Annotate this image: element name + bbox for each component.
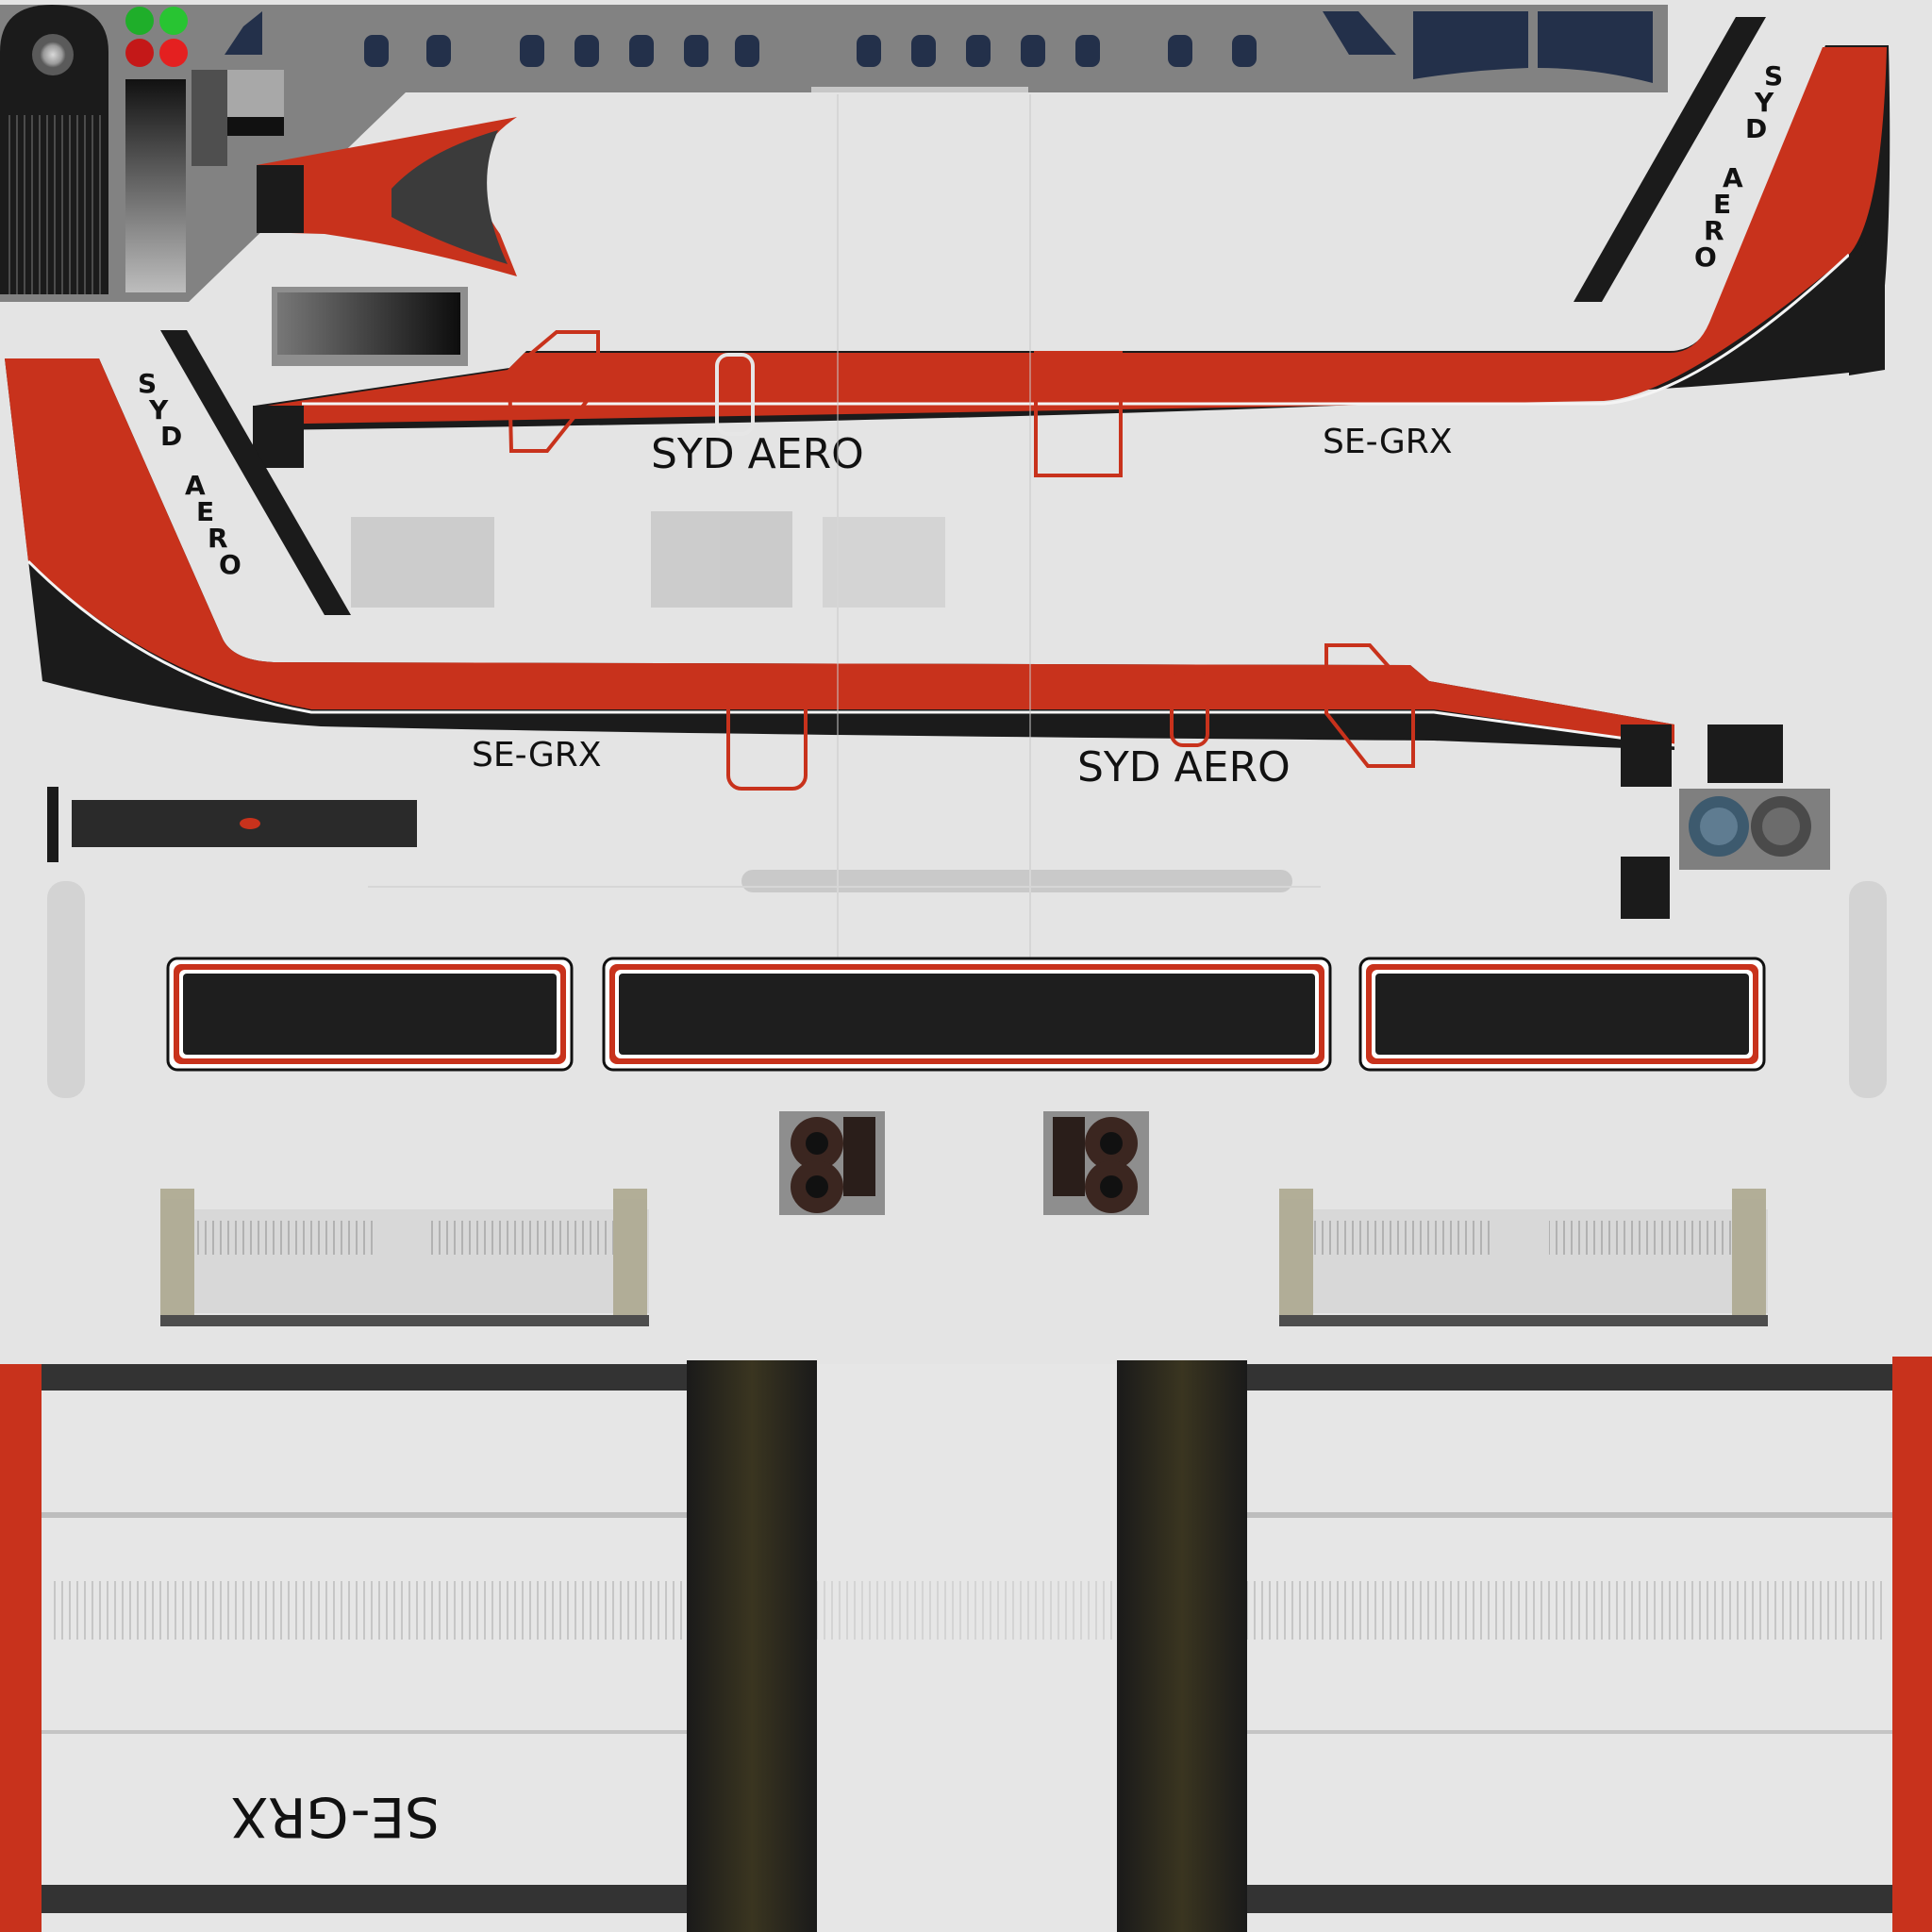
window-row bbox=[364, 35, 1257, 67]
windshield-right bbox=[1538, 11, 1653, 83]
nose-cone-panel bbox=[0, 5, 108, 294]
engine-nacelle bbox=[257, 117, 517, 276]
tire-texture-right bbox=[1043, 1111, 1149, 1215]
tail-letter: Y bbox=[1754, 87, 1774, 118]
fairing-panel bbox=[1621, 857, 1670, 919]
wing-tip-left bbox=[0, 1364, 42, 1932]
tail-stripe bbox=[160, 330, 351, 615]
antenna-strip bbox=[47, 787, 58, 862]
door-panel bbox=[602, 957, 1332, 1072]
service-door-outline bbox=[715, 353, 755, 436]
tail-letter: Y bbox=[148, 394, 169, 425]
tail-letter: O bbox=[1694, 242, 1717, 273]
fairing-panel bbox=[1621, 726, 1670, 785]
door-panel bbox=[1358, 957, 1766, 1072]
landing-gear-strut bbox=[125, 79, 186, 292]
tail-letter: A bbox=[1723, 162, 1743, 193]
airline-name-label: SYD AERO bbox=[651, 430, 864, 478]
registration-underwing-label: SE-GRX bbox=[231, 1785, 441, 1849]
tail-stripe bbox=[1574, 17, 1766, 302]
green-nav-light-icon bbox=[159, 7, 188, 35]
emergency-exit-outline bbox=[1324, 643, 1415, 768]
walkway-stripe-left bbox=[687, 1360, 817, 1932]
door-panels bbox=[166, 957, 1766, 1072]
beacon-light-icon bbox=[240, 818, 260, 829]
cargo-door-outline bbox=[1034, 351, 1123, 477]
emergency-exit-outline bbox=[507, 330, 600, 453]
tail-letter: R bbox=[208, 523, 228, 554]
tail-letter: S bbox=[138, 368, 157, 399]
tire-texture-left bbox=[779, 1111, 885, 1215]
gear-door bbox=[192, 70, 227, 166]
cockpit-side-window bbox=[225, 11, 262, 55]
tail-letter: E bbox=[196, 496, 214, 527]
green-nav-light-icon bbox=[125, 7, 154, 35]
tail-letter: A bbox=[185, 470, 206, 501]
gear-bay-right bbox=[1279, 1189, 1768, 1326]
cargo-door-outline bbox=[726, 664, 808, 791]
tail-letter: E bbox=[1713, 189, 1731, 220]
windshield-left bbox=[1413, 11, 1528, 79]
registration-label: SE-GRX bbox=[1323, 423, 1452, 461]
airline-name-label: SYD AERO bbox=[1077, 743, 1291, 791]
cabin-window-strip bbox=[0, 5, 1668, 302]
tail-letter: R bbox=[1704, 215, 1724, 246]
registration-label: SE-GRX bbox=[472, 736, 601, 774]
wing-tip-right bbox=[1892, 1357, 1932, 1932]
fairing-panel bbox=[1707, 724, 1783, 783]
red-nav-light-icon bbox=[159, 39, 188, 67]
tail-letter: D bbox=[160, 421, 182, 452]
walkway-stripe-right bbox=[1117, 1360, 1247, 1932]
tail-letter: D bbox=[1745, 113, 1767, 144]
navigation-lights bbox=[125, 7, 188, 67]
red-nav-light-icon bbox=[125, 39, 154, 67]
gear-bay-left bbox=[160, 1189, 649, 1326]
tail-letter: S bbox=[1764, 60, 1783, 92]
service-door-outline bbox=[1170, 666, 1209, 747]
tail-letter: O bbox=[219, 549, 242, 580]
cockpit-side-window-right bbox=[1323, 11, 1396, 55]
panel-detail-shadows bbox=[351, 94, 1321, 1038]
fuselage-side-right: SYD AERO SE-GRX S Y D A E R O bbox=[253, 17, 1890, 478]
wing-surface: SE-GRX bbox=[0, 1357, 1932, 1932]
door-panel bbox=[166, 957, 574, 1072]
